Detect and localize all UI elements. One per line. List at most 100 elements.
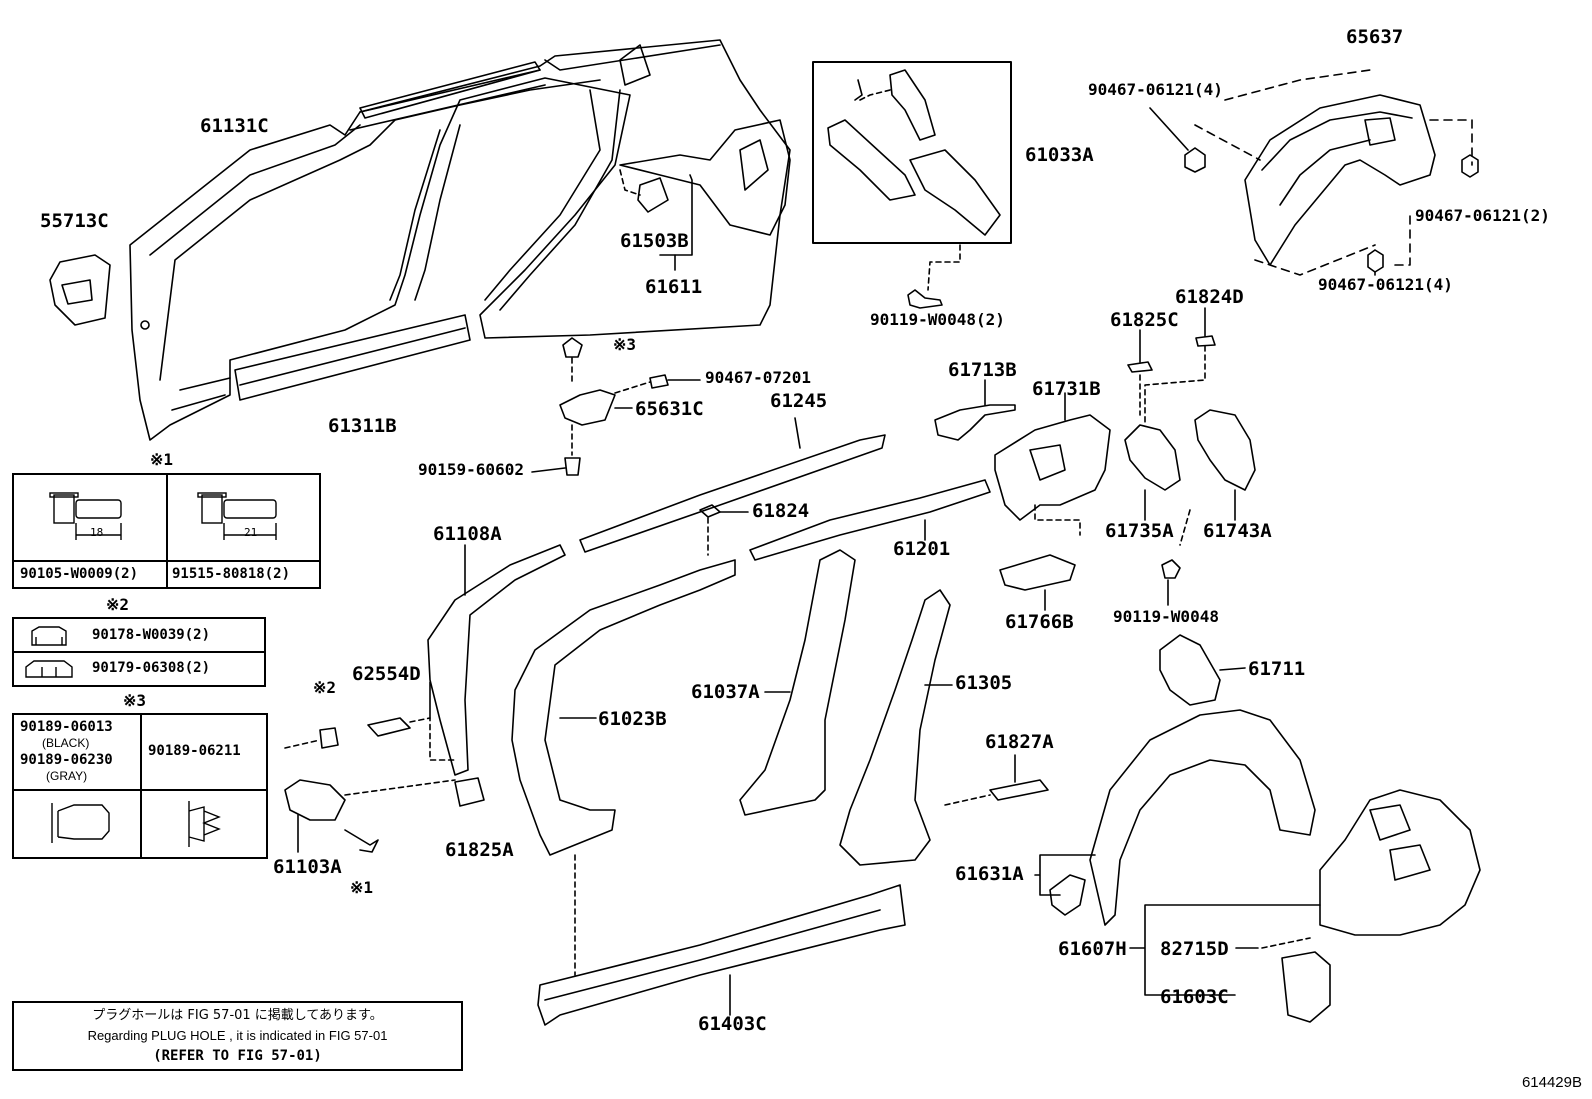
label-61731B: 61731B bbox=[1032, 378, 1101, 400]
table1-row-divider bbox=[14, 560, 319, 562]
table3-a3: 90189-06230 bbox=[20, 752, 113, 768]
figure-id: 614429B bbox=[1521, 1074, 1582, 1091]
label-61824D: 61824D bbox=[1175, 286, 1244, 308]
nut-90467-c bbox=[1367, 249, 1384, 273]
table3-title: ※3 bbox=[123, 691, 147, 710]
pad-61827A-shape bbox=[989, 779, 1049, 801]
label-61245: 61245 bbox=[770, 390, 828, 412]
table2-box: 90178-W0039(2) 90179-06308(2) bbox=[12, 617, 266, 687]
table1-divider bbox=[166, 475, 168, 587]
rocker-61403C-line bbox=[544, 909, 881, 1001]
label-61603C: 61603C bbox=[1160, 986, 1229, 1008]
bracket-62554D bbox=[409, 717, 456, 761]
table1-part-b: 91515-80818(2) bbox=[172, 566, 291, 582]
leader-90159 bbox=[531, 467, 566, 473]
pillar-61305-shape bbox=[839, 589, 951, 866]
table1-dim-a: 18 bbox=[90, 526, 104, 539]
rail-61245-shape bbox=[579, 434, 886, 553]
label-61713B: 61713B bbox=[948, 359, 1017, 381]
clip-61503B-shape bbox=[637, 177, 669, 213]
bracket-55713C-shape bbox=[49, 254, 111, 326]
label-61103A: 61103A bbox=[273, 856, 342, 878]
leader-61245 bbox=[794, 417, 801, 449]
bolt-90119-shape bbox=[1161, 559, 1181, 579]
label-61631A: 61631A bbox=[955, 863, 1024, 885]
table2-row1: 90178-W0039(2) bbox=[92, 627, 211, 643]
label-61825C: 61825C bbox=[1110, 309, 1179, 331]
table3-a2: (BLACK) bbox=[42, 736, 90, 750]
table1-dim-b: 21 bbox=[244, 526, 258, 539]
wheelhouse-upper-shape bbox=[619, 119, 791, 236]
label-90119-W0048: 90119-W0048 bbox=[1113, 607, 1219, 626]
bracket-61611 bbox=[659, 174, 693, 256]
label-65631C: 65631C bbox=[635, 398, 704, 420]
bracket-61711-shape bbox=[1159, 634, 1221, 706]
reinf-61743A-shape bbox=[1194, 409, 1256, 491]
label-61607H: 61607H bbox=[1058, 938, 1127, 960]
dash-61824D bbox=[1144, 345, 1206, 426]
rocker-61403C-shape bbox=[537, 884, 906, 1026]
leader-61631A bbox=[1034, 854, 1096, 896]
pad-62554D-shape bbox=[367, 717, 411, 737]
table2-row2: 90179-06308(2) bbox=[92, 660, 211, 676]
dash-bolt-90119 bbox=[1179, 509, 1191, 546]
mark-1-bolt: ※1 bbox=[350, 878, 374, 897]
label-61735A: 61735A bbox=[1105, 520, 1174, 542]
pillar-61037A-shape bbox=[739, 549, 856, 816]
table3-a4: (GRAY) bbox=[46, 769, 88, 783]
label-61403C: 61403C bbox=[698, 1013, 767, 1035]
label-61711: 61711 bbox=[1248, 658, 1306, 680]
parts-61033A-shapes bbox=[827, 69, 1001, 309]
bracket-61766B-shape bbox=[999, 554, 1076, 591]
leader-61607H bbox=[1129, 904, 1321, 996]
panel-61607H-shape bbox=[1319, 789, 1481, 936]
dash-61103A bbox=[284, 739, 456, 796]
nut-90467-b bbox=[1461, 154, 1479, 178]
table3-divider bbox=[140, 715, 142, 857]
table2-nut-drawings bbox=[25, 626, 73, 678]
label-61766B: 61766B bbox=[1005, 611, 1074, 633]
label-61311B: 61311B bbox=[328, 415, 397, 437]
label-55713C: 55713C bbox=[40, 210, 109, 232]
plug-hole-note: プラグホールは FIG 57-01 に掲載してあります。 Regarding P… bbox=[12, 1001, 463, 1071]
table1-bolt-drawings bbox=[49, 492, 277, 540]
pad-61825C-shape bbox=[1127, 361, 1153, 373]
dash-61827A bbox=[944, 794, 991, 806]
label-90467-06121-4a: 90467-06121(4) bbox=[1088, 80, 1223, 99]
panel-61603C-shape bbox=[1281, 951, 1331, 1023]
panel-61607H-detail bbox=[1369, 804, 1431, 881]
nut-90467-a bbox=[1184, 147, 1206, 173]
pad-61824D-shape bbox=[1195, 335, 1216, 347]
bolt-61103A bbox=[344, 829, 379, 853]
mark-2-nut: ※2 bbox=[313, 678, 337, 697]
table3-clip-drawings bbox=[51, 801, 221, 847]
bracket-61103A-shape bbox=[284, 779, 346, 821]
leader-nut-a bbox=[1149, 107, 1189, 151]
clip-group-65631C-shape bbox=[559, 337, 669, 476]
label-61037A: 61037A bbox=[691, 681, 760, 703]
pillar-61023B-shape bbox=[511, 559, 736, 856]
table3-row-divider bbox=[14, 789, 266, 791]
leader-61711 bbox=[1219, 667, 1246, 671]
label-61503B: 61503B bbox=[620, 230, 689, 252]
label-61033A: 61033A bbox=[1025, 144, 1094, 166]
note-english: Regarding PLUG HOLE , it is indicated in… bbox=[87, 1028, 388, 1043]
table3-box: 90189-06013 (BLACK) 90189-06230 (GRAY) 9… bbox=[12, 713, 268, 859]
label-90467-06121-4b: 90467-06121(4) bbox=[1318, 275, 1453, 294]
label-61825A: 61825A bbox=[445, 839, 514, 861]
box-61033A bbox=[812, 61, 1012, 244]
pillar-61108A-shape bbox=[427, 544, 566, 776]
table2-title: ※2 bbox=[106, 595, 130, 614]
pad-61825A-shape bbox=[454, 777, 485, 807]
leader-61503B bbox=[619, 169, 641, 196]
bracket-61631A-leg bbox=[1049, 874, 1086, 916]
label-61824: 61824 bbox=[752, 500, 810, 522]
nut-62554-cap bbox=[319, 727, 339, 749]
label-90159-60602: 90159-60602 bbox=[418, 460, 524, 479]
note-japanese: プラグホールは FIG 57-01 に掲載してあります。 bbox=[92, 1008, 383, 1023]
panel-61731B-shape bbox=[994, 414, 1111, 521]
label-61023B: 61023B bbox=[598, 708, 667, 730]
dash-61731B bbox=[1034, 504, 1081, 536]
bracket-61713B-shape bbox=[934, 404, 1016, 441]
label-61611: 61611 bbox=[645, 276, 703, 298]
